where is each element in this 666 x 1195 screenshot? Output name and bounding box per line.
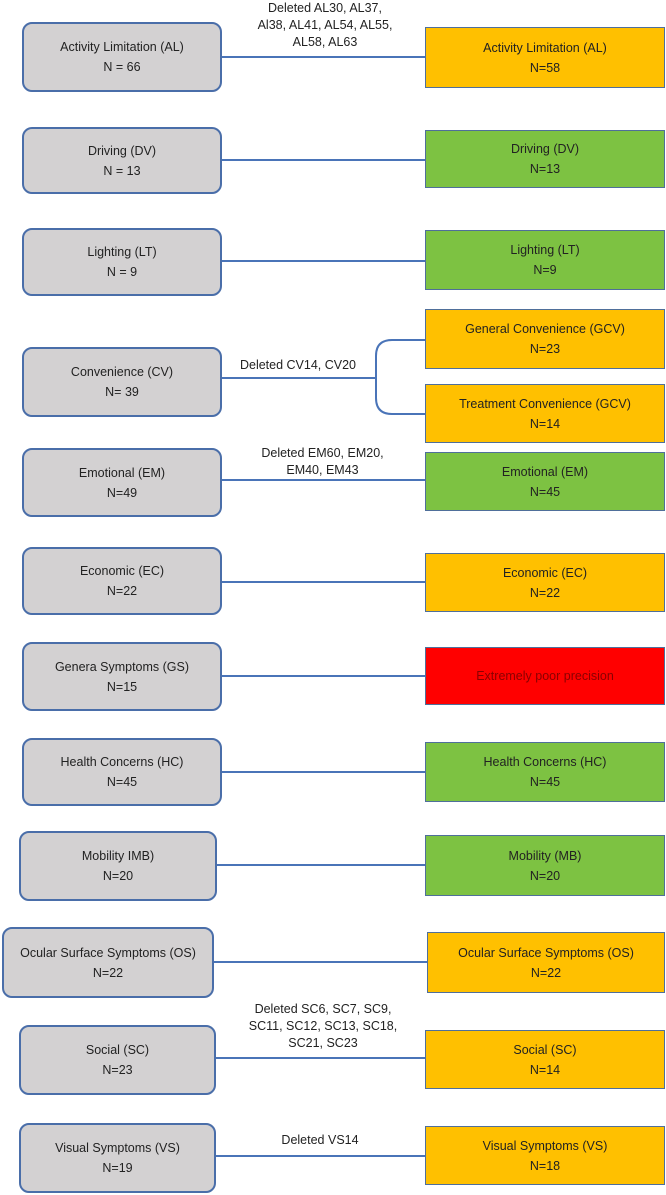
deleted-items-note-vs: Deleted VS14 <box>265 1132 375 1149</box>
note-line: Deleted CV14, CV20 <box>239 358 357 372</box>
source-box-lt: Lighting (LT) N = 9 <box>22 228 222 296</box>
source-label: Economic (EC) <box>79 564 165 578</box>
source-box-dv: Driving (DV) N = 13 <box>22 127 222 194</box>
result-label: Lighting (LT) <box>510 243 580 257</box>
source-label: Health Concerns (HC) <box>60 755 184 769</box>
result-box-vs: Visual Symptoms (VS) N=18 <box>425 1126 665 1185</box>
result-box-os: Ocular Surface Symptoms (OS) N=22 <box>427 932 665 993</box>
source-count: N=45 <box>106 775 138 789</box>
source-label: Visual Symptoms (VS) <box>55 1141 180 1155</box>
result-box-tcv: Treatment Convenience (GCV) N=14 <box>425 384 665 443</box>
deleted-items-note-sc: Deleted SC6, SC7, SC9, SC11, SC12, SC13,… <box>238 1001 408 1052</box>
result-label: Health Concerns (HC) <box>483 755 607 769</box>
source-count: N=49 <box>106 485 138 500</box>
result-box-al: Activity Limitation (AL) N=58 <box>425 27 665 88</box>
result-count: N=14 <box>529 416 561 431</box>
result-box-gs: Extremely poor precision <box>425 647 665 705</box>
result-count: N=22 <box>529 585 561 600</box>
note-line: Deleted VS14 <box>281 1133 359 1147</box>
source-label: Social (SC) <box>85 1043 150 1057</box>
source-box-mb: Mobility IMB) N=20 <box>19 831 217 901</box>
result-label: Mobility (MB) <box>508 848 582 863</box>
result-label: Driving (DV) <box>510 142 580 156</box>
result-box-dv: Driving (DV) N=13 <box>425 130 665 188</box>
deleted-items-note-al: Deleted AL30, AL37, Al38, AL41, AL54, AL… <box>240 0 410 51</box>
source-label: Genera Symptoms (GS) <box>54 659 190 674</box>
source-label: Emotional (EM) <box>78 465 166 480</box>
result-count: N=9 <box>533 263 557 277</box>
result-count: N=14 <box>529 1062 561 1077</box>
note-line: EM40, EM43 <box>286 463 359 477</box>
source-box-al: Activity Limitation (AL) N = 66 <box>22 22 222 92</box>
source-label: Ocular Surface Symptoms (OS) <box>20 945 196 960</box>
source-box-cv: Convenience (CV) N= 39 <box>22 347 222 417</box>
source-count: N=19 <box>102 1161 133 1175</box>
result-label: General Convenience (GCV) <box>465 322 625 336</box>
source-label: Driving (DV) <box>87 143 157 158</box>
result-box-gcv: General Convenience (GCV) N=23 <box>425 309 665 369</box>
result-label: Activity Limitation (AL) <box>483 40 607 55</box>
note-line: SC11, SC12, SC13, SC18, <box>248 1019 398 1033</box>
source-count: N=15 <box>106 679 138 694</box>
result-count: N=18 <box>529 1158 561 1173</box>
source-label: Mobility IMB) <box>81 849 155 863</box>
result-count: N=22 <box>530 965 562 980</box>
source-count: N = 13 <box>103 163 141 178</box>
source-count: N=22 <box>92 965 124 980</box>
result-box-lt: Lighting (LT) N=9 <box>425 230 665 290</box>
result-box-em: Emotional (EM) N=45 <box>425 452 665 511</box>
note-line: Deleted SC6, SC7, SC9, <box>254 1002 392 1016</box>
deleted-items-note-cv: Deleted CV14, CV20 <box>228 357 368 374</box>
note-line: SC21, SC23 <box>288 1036 358 1050</box>
source-label: Lighting (LT) <box>87 245 157 259</box>
result-label: Visual Symptoms (VS) <box>482 1138 608 1153</box>
source-box-gs: Genera Symptoms (GS) N=15 <box>22 642 222 711</box>
source-box-vs: Visual Symptoms (VS) N=19 <box>19 1123 216 1193</box>
result-count: N=23 <box>529 342 561 356</box>
result-count: N=45 <box>529 775 561 789</box>
result-label: Emotional (EM) <box>501 464 589 479</box>
source-label: Activity Limitation (AL) <box>60 40 184 54</box>
source-count: N = 9 <box>106 265 138 279</box>
result-count: N=20 <box>529 868 561 883</box>
note-line: Deleted EM60, EM20, <box>261 446 384 460</box>
source-box-sc: Social (SC) N=23 <box>19 1025 216 1095</box>
source-count: N=22 <box>106 584 138 598</box>
result-label: Ocular Surface Symptoms (OS) <box>458 945 634 960</box>
source-count: N= 39 <box>105 385 139 399</box>
result-box-ec: Economic (EC) N=22 <box>425 553 665 612</box>
source-box-hc: Health Concerns (HC) N=45 <box>22 738 222 806</box>
result-count: N=58 <box>529 60 561 75</box>
result-label: Social (SC) <box>513 1042 577 1057</box>
note-line: Al38, AL41, AL54, AL55, <box>257 18 393 32</box>
connector-cv-bracket <box>375 339 425 415</box>
result-label: Extremely poor precision <box>476 669 614 683</box>
result-count: N=13 <box>529 162 561 176</box>
source-count: N = 66 <box>103 60 141 74</box>
result-box-hc: Health Concerns (HC) N=45 <box>425 742 665 802</box>
source-box-os: Ocular Surface Symptoms (OS) N=22 <box>2 927 214 998</box>
source-count: N=23 <box>102 1063 133 1077</box>
source-box-ec: Economic (EC) N=22 <box>22 547 222 615</box>
source-count: N=20 <box>102 869 134 883</box>
note-line: Deleted AL30, AL37, <box>268 1 382 15</box>
source-label: Convenience (CV) <box>70 365 174 379</box>
result-box-sc: Social (SC) N=14 <box>425 1030 665 1089</box>
source-box-em: Emotional (EM) N=49 <box>22 448 222 517</box>
deleted-items-note-em: Deleted EM60, EM20, EM40, EM43 <box>240 445 405 479</box>
result-count: N=45 <box>529 484 561 499</box>
note-line: AL58, AL63 <box>292 35 358 49</box>
result-box-mb: Mobility (MB) N=20 <box>425 835 665 896</box>
result-label: Economic (EC) <box>502 565 588 580</box>
result-label: Treatment Convenience (GCV) <box>459 396 631 411</box>
